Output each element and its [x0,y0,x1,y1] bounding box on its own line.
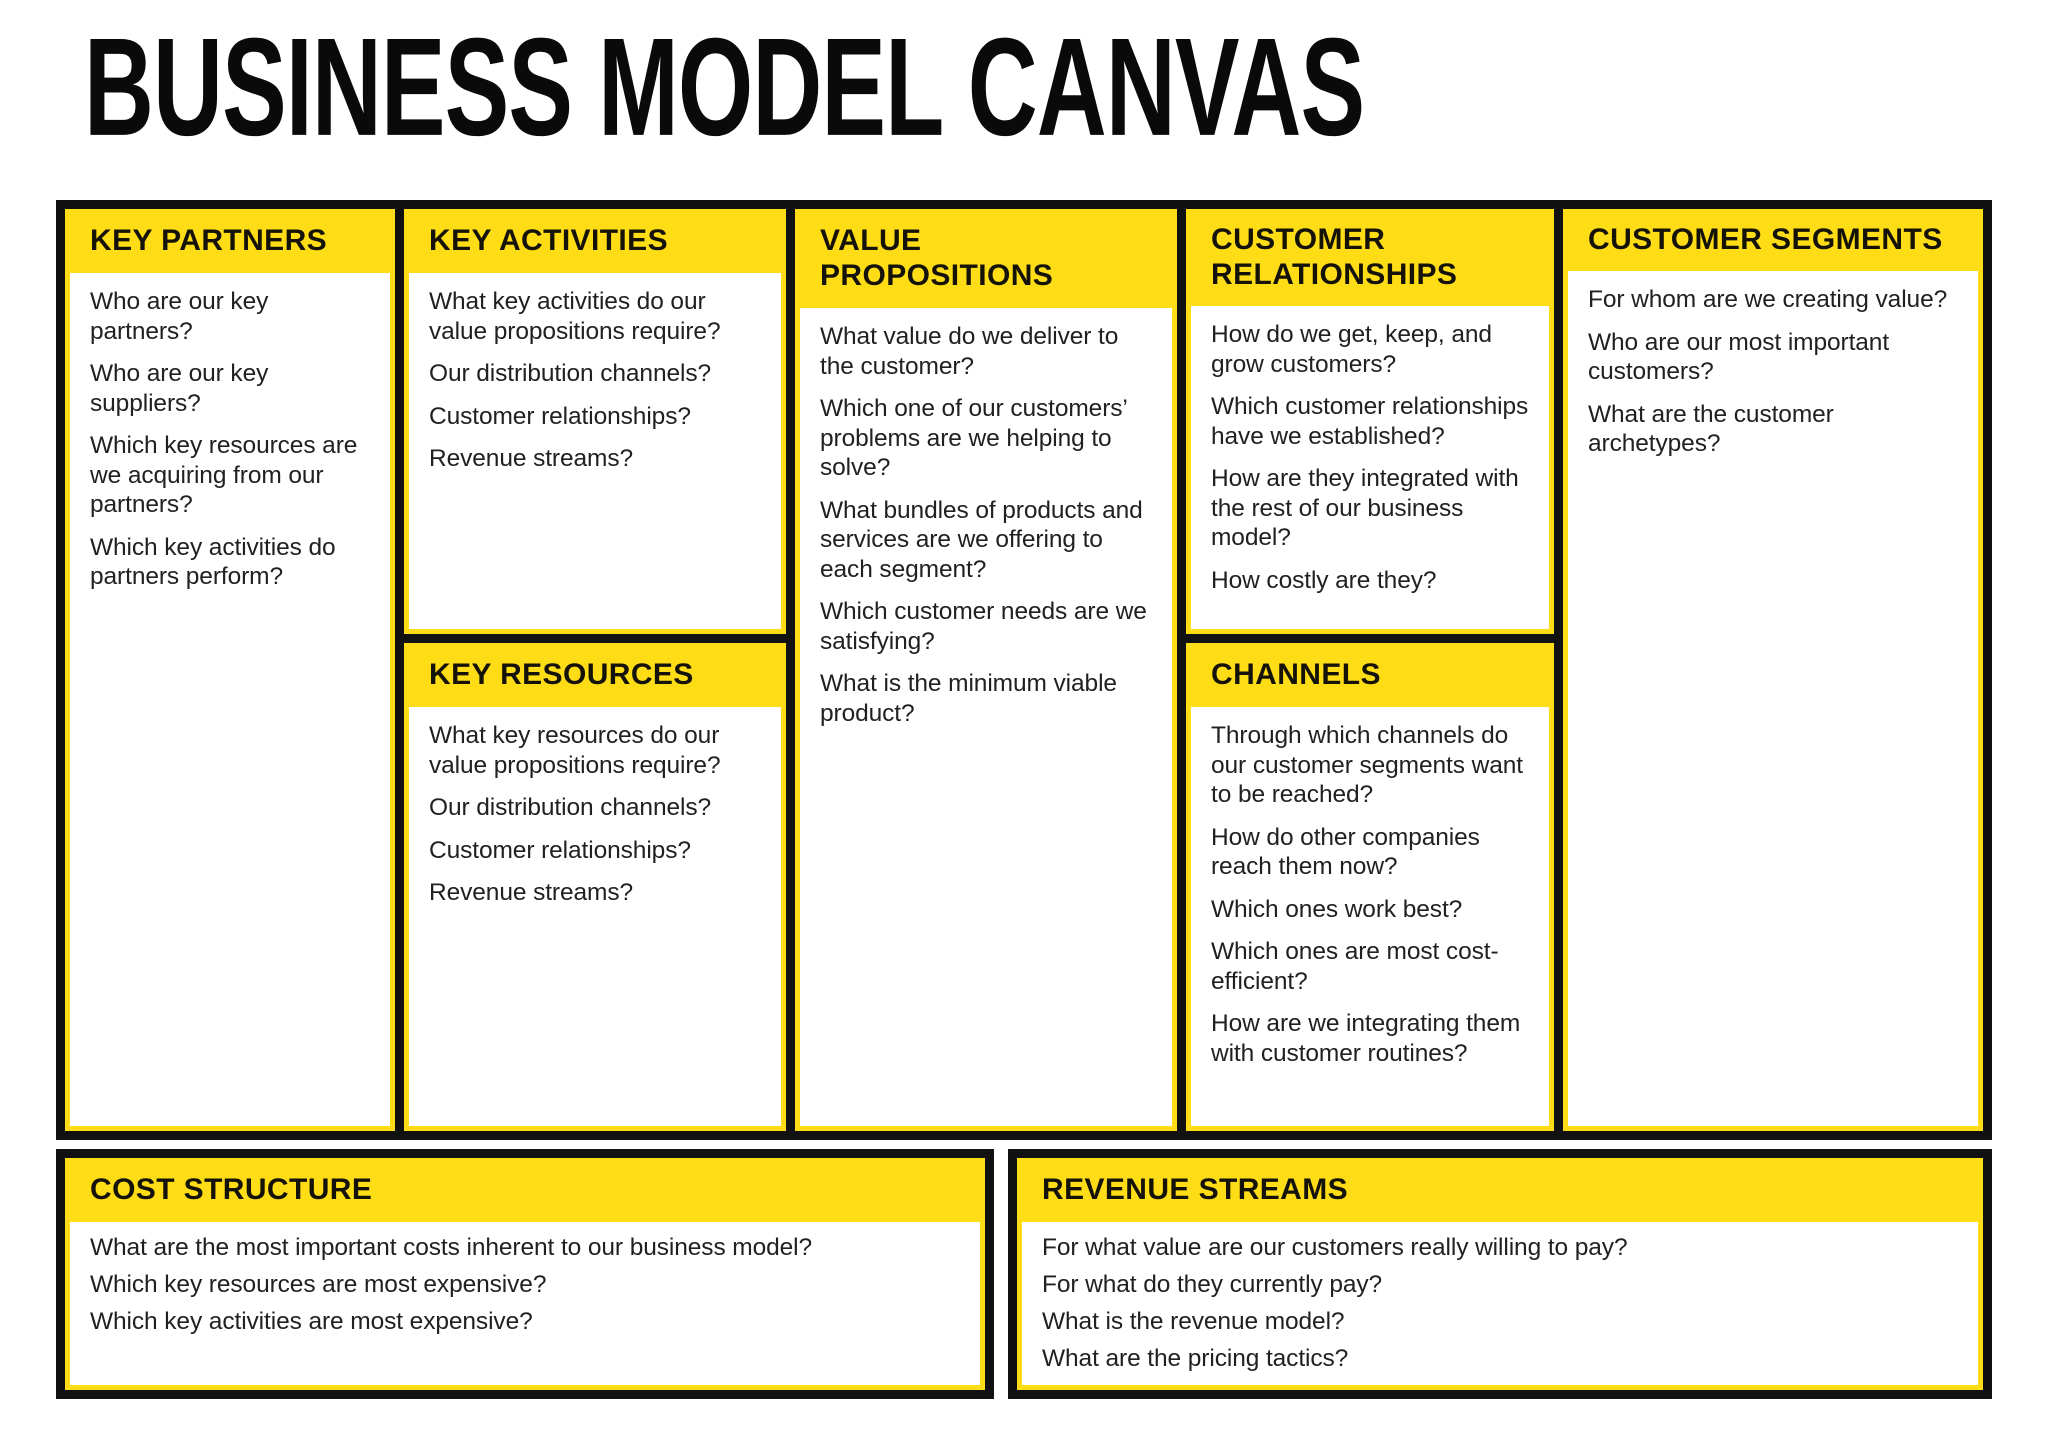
prompt-question: What is the revenue model? [1042,1308,1345,1335]
prompt-question: What key activities do our value proposi… [429,288,721,345]
block-header-key-activities: KEY ACTIVITIES [409,209,781,273]
block-customer-segments[interactable]: CUSTOMER SEGMENTS For whom are we creati… [1563,209,1983,1131]
canvas-grid: KEY PARTNERS Who are our key partners? W… [56,200,1992,1140]
block-value-propositions[interactable]: VALUE PROPOSITIONS What value do we deli… [795,209,1177,1131]
prompt-question: Which ones are most cost-efficient? [1211,938,1499,995]
prompt-question: Which key resources are most expensive? [90,1271,547,1298]
prompt-question: What value do we deliver to the customer… [820,323,1119,380]
prompt-question: Which key activities are most expensive? [90,1308,533,1335]
block-body-customer-relationships: How do we get, keep, and grow customers?… [1191,306,1549,629]
prompt-question: For whom are we creating value? [1588,286,1948,313]
prompt-question: Which one of our customers’ problems are… [820,395,1127,481]
prompt-question: How do other companies reach them now? [1211,823,1480,881]
block-header-value-propositions: VALUE PROPOSITIONS [800,209,1172,308]
block-body-key-resources: What key resources do our value proposit… [409,707,781,1126]
prompt-question: Who are our most important customers? [1588,328,1890,386]
block-body-key-activities: What key activities do our value proposi… [409,273,781,629]
prompt-question: What are the customer archetypes? [1588,400,1834,458]
prompt-question: What bundles of products and services ar… [820,496,1143,583]
block-header-key-resources: KEY RESOURCES [409,643,781,707]
prompt-question: How are they integrated with the rest of… [1211,465,1519,551]
prompt-question: Through which channels do our customer s… [1211,722,1523,808]
block-body-key-partners: Who are our key partners? Who are our ke… [70,273,390,1126]
block-key-resources[interactable]: KEY RESOURCES What key resources do our … [404,643,786,1131]
prompt-question: Customer relationships? [429,402,691,430]
column-key-activities-resources: KEY ACTIVITIES What key activities do ou… [404,209,786,1131]
block-body-cost-structure: What are the most important costs inhere… [70,1222,980,1385]
prompt-question: Who are our key suppliers? [90,360,269,417]
prompt-question: What are the most important costs inhere… [90,1234,813,1261]
prompt-question: For what value are our customers really … [1042,1234,1628,1261]
block-cost-structure[interactable]: COST STRUCTURE What are the most importa… [56,1149,994,1399]
block-body-channels: Through which channels do our customer s… [1191,707,1549,1126]
block-revenue-streams[interactable]: REVENUE STREAMS For what value are our c… [1008,1149,1992,1399]
block-channels[interactable]: CHANNELS Through which channels do our c… [1186,643,1554,1131]
block-customer-relationships[interactable]: CUSTOMER RELATIONSHIPS How do we get, ke… [1186,209,1554,634]
column-customer-relationships-channels: CUSTOMER RELATIONSHIPS How do we get, ke… [1186,209,1554,1131]
prompt-question: Which customer relationships have we est… [1211,393,1529,450]
prompt-question: Revenue streams? [429,445,634,472]
block-body-revenue-streams: For what value are our customers really … [1022,1222,1978,1385]
block-header-key-partners: KEY PARTNERS [70,209,390,273]
prompt-question: For what do they currently pay? [1042,1271,1383,1298]
prompt-question: What are the pricing tactics? [1042,1345,1349,1372]
prompt-question: Revenue streams? [429,879,634,906]
canvas-bottom-row: COST STRUCTURE What are the most importa… [56,1149,1992,1399]
column-customer-segments: CUSTOMER SEGMENTS For whom are we creati… [1563,209,1983,1131]
block-body-value-propositions: What value do we deliver to the customer… [800,308,1172,1126]
prompt-question: What is the minimum viable product? [820,670,1117,727]
prompt-question: Our distribution channels? [429,794,712,821]
prompt-question: Customer relationships? [429,836,691,864]
prompt-question: Which ones work best? [1211,895,1463,923]
column-value-propositions: VALUE PROPOSITIONS What value do we deli… [795,209,1177,1131]
block-header-customer-relationships: CUSTOMER RELATIONSHIPS [1191,209,1549,306]
block-key-partners[interactable]: KEY PARTNERS Who are our key partners? W… [65,209,395,1131]
block-body-customer-segments: For whom are we creating value? Who are … [1568,271,1978,1126]
block-revenue-streams-inner: REVENUE STREAMS For what value are our c… [1017,1158,1983,1390]
column-key-partners: KEY PARTNERS Who are our key partners? W… [65,209,395,1131]
block-cost-structure-inner: COST STRUCTURE What are the most importa… [65,1158,985,1390]
block-header-cost-structure: COST STRUCTURE [70,1158,980,1222]
prompt-question: Which customer needs are we satisfying? [820,598,1147,655]
block-header-revenue-streams: REVENUE STREAMS [1022,1158,1978,1222]
prompt-question: Which key activities do partners perform… [90,533,336,591]
prompt-question: How do we get, keep, and grow customers? [1211,321,1492,378]
prompt-question: How are we integrating them with custome… [1211,1010,1521,1067]
prompt-question: Which key resources are we acquiring fro… [90,432,358,518]
prompt-question: Who are our key partners? [90,288,269,345]
prompt-question: Our distribution channels? [429,360,712,387]
block-header-customer-segments: CUSTOMER SEGMENTS [1568,209,1978,271]
prompt-question: How costly are they? [1211,566,1437,594]
block-header-channels: CHANNELS [1191,643,1549,707]
prompt-question: What key resources do our value proposit… [429,722,721,779]
block-key-activities[interactable]: KEY ACTIVITIES What key activities do ou… [404,209,786,634]
page-title: BUSINESS MODEL CANVAS [84,9,1365,166]
